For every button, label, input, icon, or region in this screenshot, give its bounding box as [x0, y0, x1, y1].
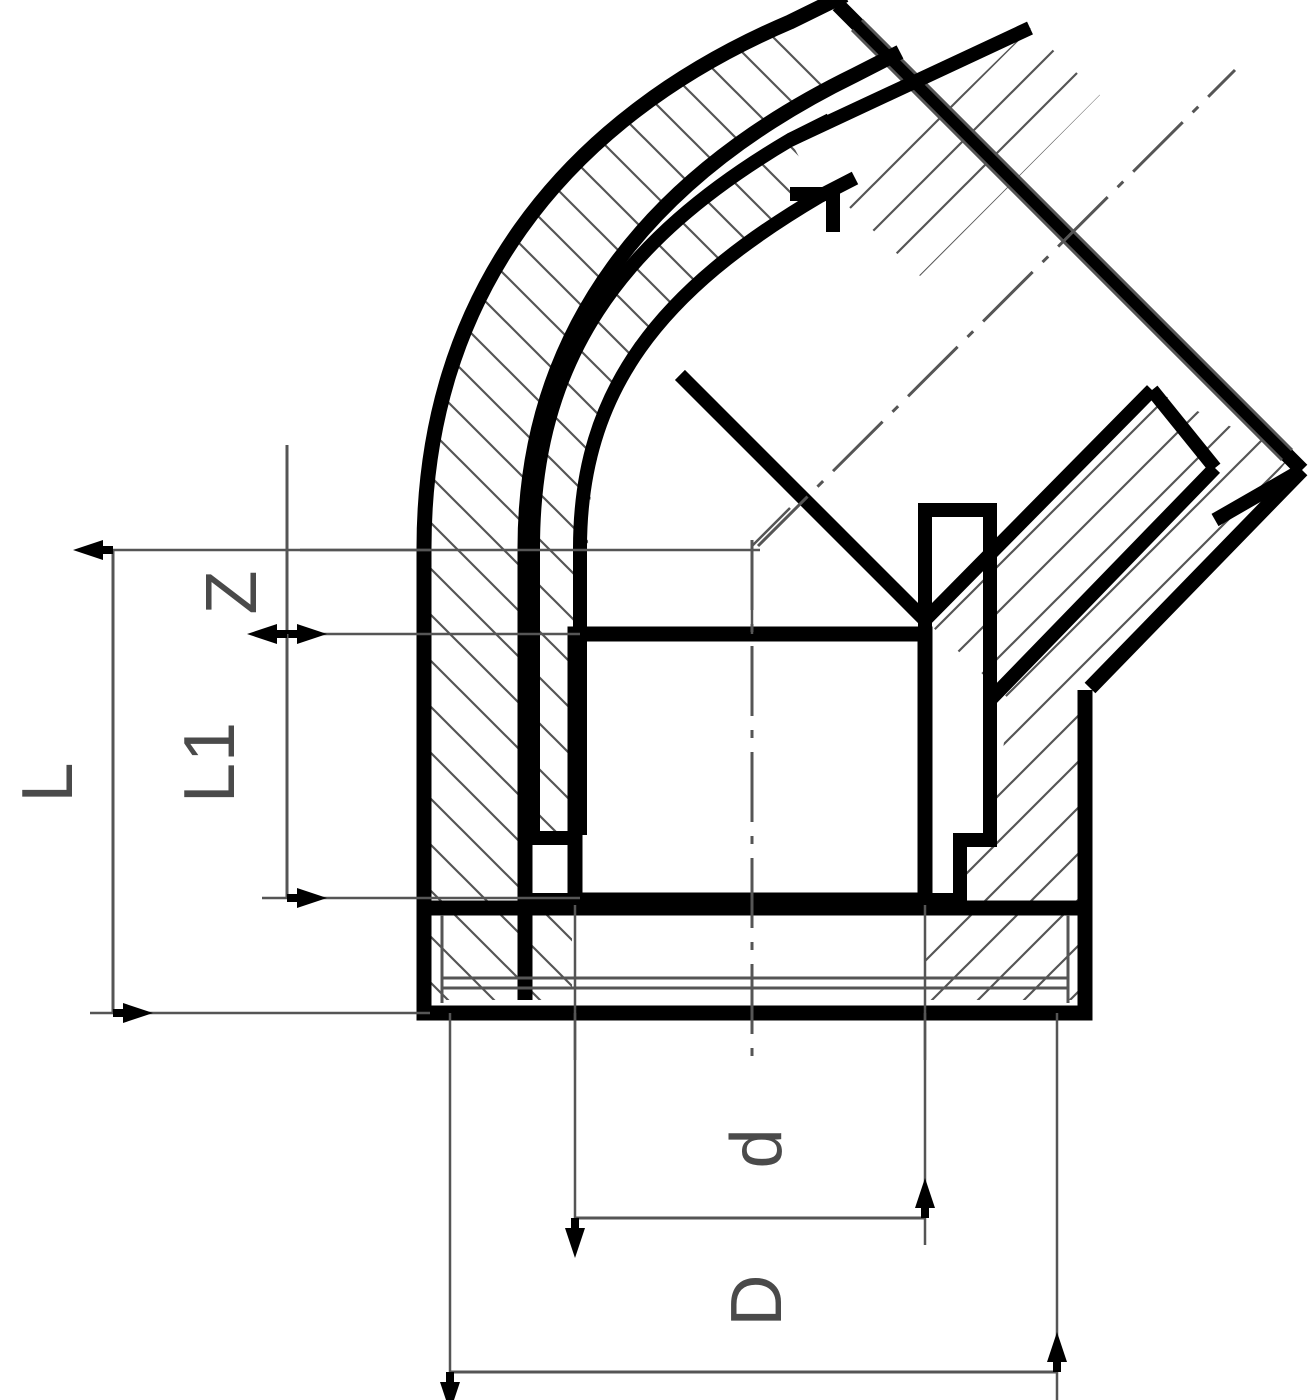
outline-mitre-face-upper [787, 21, 1033, 147]
hatch-elbow-outer [424, 22, 855, 548]
outline-sleeve-left [526, 113, 834, 549]
spigot-thin-line-1 [850, 28, 1284, 462]
outline-central-bore [567, 626, 933, 908]
outline-branch-sleeve-outer [984, 463, 1221, 705]
dimension-L: L [8, 540, 430, 1023]
outline-branch-notch [790, 187, 840, 232]
outline-sleeve-left-inner [573, 171, 859, 549]
outline-upper-chamber [675, 370, 930, 625]
outline-branch-socket-step [1146, 385, 1221, 473]
hatch-branch-upper [925, 390, 1292, 700]
dim-label-D: D [717, 1274, 797, 1327]
dimension-D: D [440, 1274, 1067, 1400]
dim-label-d: d [717, 1127, 797, 1168]
spigot-thin-line-2 [860, 18, 1294, 452]
dim-label-L: L [8, 761, 88, 802]
outline-outer-shell [416, 0, 849, 1000]
dim-label-L1: L1 [170, 721, 250, 803]
fitting-body [300, 0, 1308, 1400]
outline-inner-arc [517, 45, 904, 1000]
hatch-left-wall [424, 548, 572, 1000]
centerline-elbow-tick [751, 507, 791, 547]
dim-label-Z: Z [192, 570, 272, 615]
centerline-angled [756, 68, 1237, 548]
dimension-d: d [565, 1127, 935, 1258]
outline-arm-to-leg [1084, 464, 1308, 694]
dimension-L1: L1 [170, 624, 580, 908]
outline-bottom-spigot [416, 900, 1093, 1021]
outline-branch-sleeve-inner [920, 385, 1157, 625]
